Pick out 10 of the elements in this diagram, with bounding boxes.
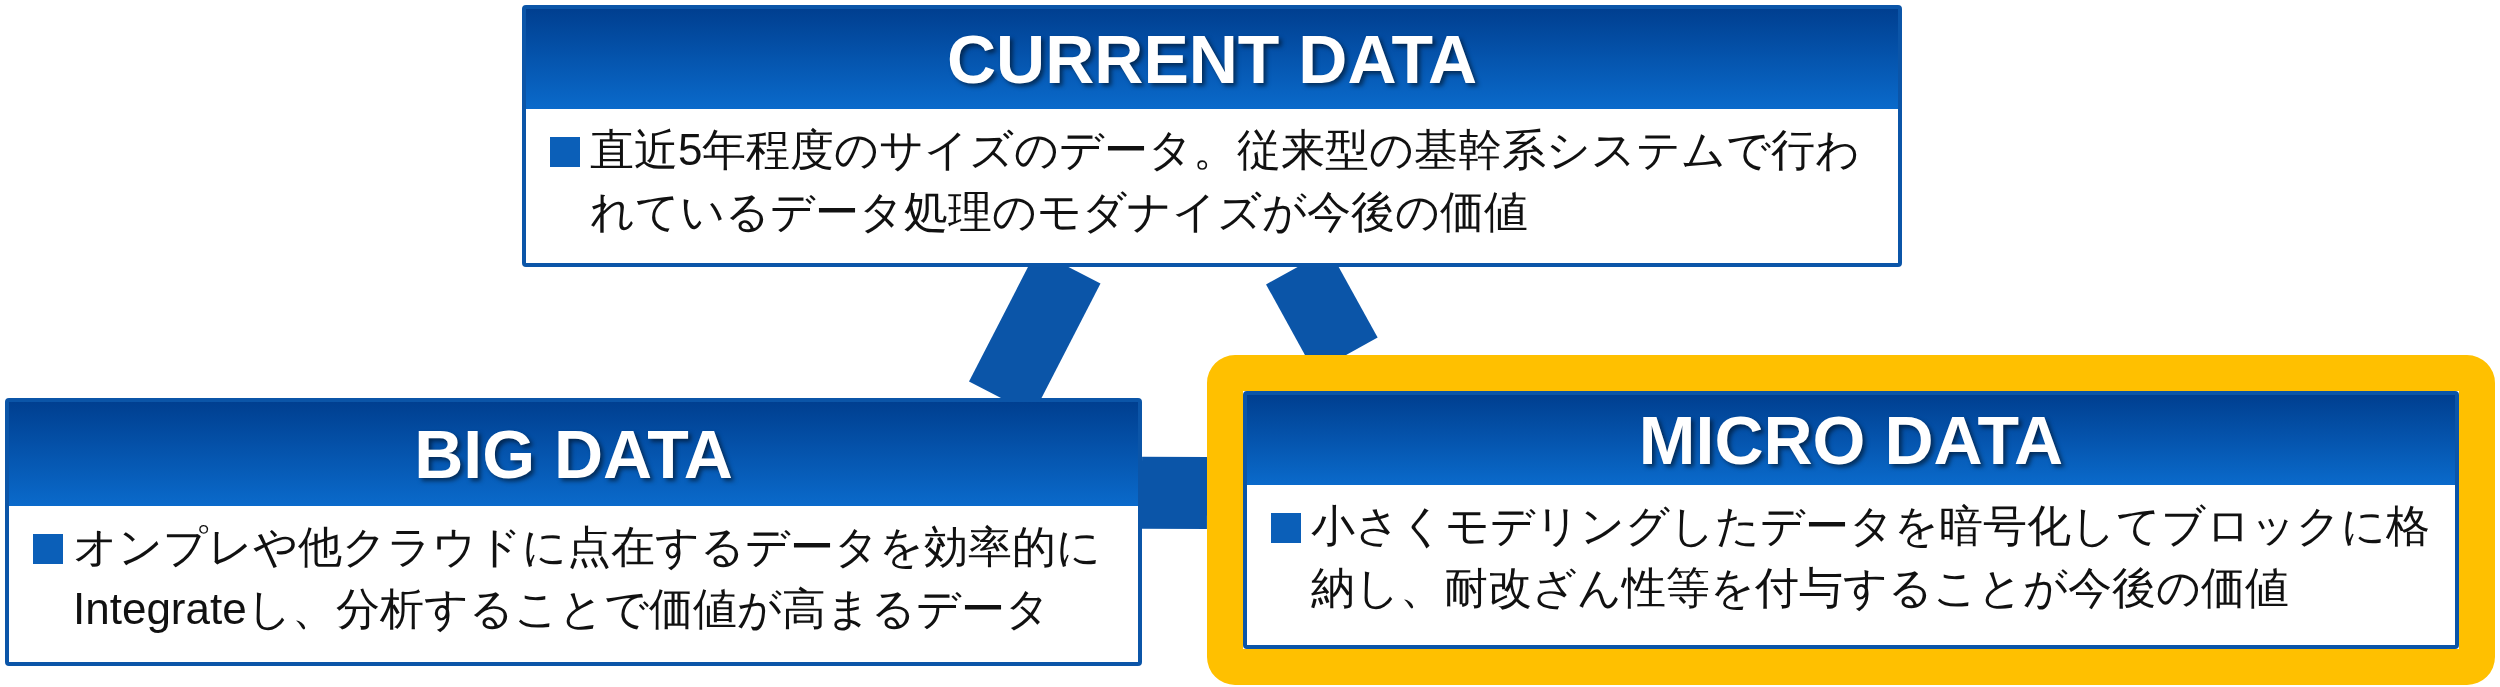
panel bbox=[5, 398, 1142, 666]
heading-bar: CURRENT DATA bbox=[526, 9, 1898, 109]
description-text: 小さくモデリングしたデータを暗号化してブロックに格納し、耐改ざん性等を付与することが今後の価値 bbox=[1311, 501, 2430, 612]
panel bbox=[522, 5, 1902, 267]
heading-bar: MICRO DATA bbox=[1247, 395, 2455, 485]
description-text: 直近5年程度のサイズのデータ。従来型の基幹系システムで行われているデータ処理のモダナイズが今後の価値 bbox=[590, 125, 1861, 236]
highlight-frame bbox=[1207, 355, 2495, 685]
heading-bar: BIG DATA bbox=[9, 402, 1138, 506]
description-text: オンプレや他クラウドに点在するデータを効率的にIntegrateし、分析することで価値が高まるデータ bbox=[73, 522, 1101, 633]
connector-bar bbox=[1141, 456, 1207, 529]
